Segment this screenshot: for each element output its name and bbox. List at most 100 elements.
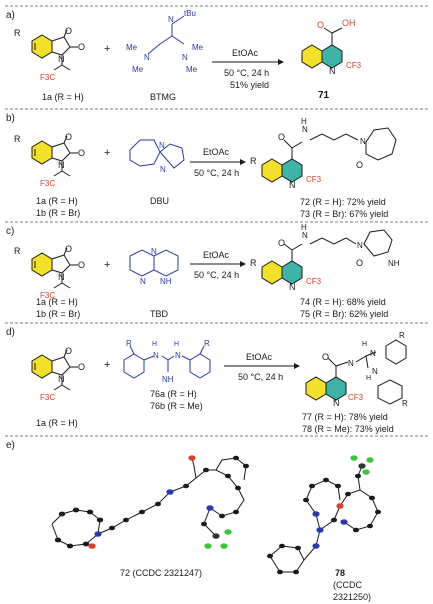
reagent-label: 76a (R = H) <box>150 389 197 399</box>
quinoline-structure <box>261 260 303 285</box>
carbonyl-o: O <box>78 362 85 372</box>
isatin-structure <box>31 29 79 71</box>
amide-o: O <box>278 132 285 142</box>
guanidine-nh: H <box>174 341 179 348</box>
guanidine-nh: H <box>152 341 157 348</box>
cf3-group: CF3 <box>306 277 322 286</box>
propyl-chain <box>309 133 359 141</box>
reactant-label: 1a (R = H) <box>42 92 84 102</box>
btmg-n: N <box>168 15 174 24</box>
ring-n: N <box>289 282 296 292</box>
btmg-me: Me <box>132 65 144 74</box>
urea-nh: NH <box>388 259 400 268</box>
carbonyl-o: O <box>78 260 85 270</box>
plus-sign: + <box>104 43 110 55</box>
quinoline-structure <box>301 44 343 69</box>
isatin-structure <box>31 349 79 391</box>
aryl-r: R <box>402 399 408 408</box>
cf3-group: CF3 <box>346 61 362 70</box>
amide-h: H <box>301 223 307 232</box>
acid-oh: OH <box>342 18 356 28</box>
product-yield: 77 (R = H): 78% yield <box>302 412 388 422</box>
propyl-chain <box>309 237 357 245</box>
crystal-label-72: 72 (CCDC 2321247) <box>120 568 202 578</box>
ring-n: N <box>329 66 336 76</box>
ring-n: N <box>58 374 65 384</box>
ring-n: N <box>58 54 65 64</box>
btmg-me: Me <box>192 43 204 52</box>
ring-n: N <box>58 272 65 282</box>
product-yield: 72 (R = H): 72% yield <box>300 197 386 207</box>
panel-label-c: c) <box>6 226 14 237</box>
guanidine-n: N <box>153 351 159 360</box>
guanidine-r: R <box>126 339 132 348</box>
plus-sign: + <box>104 259 110 271</box>
plus-sign: + <box>104 359 110 371</box>
solvent-text: EtOAc <box>203 250 230 260</box>
product-number: 71 <box>318 90 330 101</box>
r-group: R <box>14 134 21 144</box>
ring-n: N <box>289 180 296 190</box>
cyclic-urea-ring <box>363 229 393 257</box>
f3c-group: F3C <box>40 291 55 300</box>
panel-label-a: a) <box>6 10 15 21</box>
guanidine-nh2: NH <box>162 375 174 384</box>
acyl-o: O <box>322 352 329 362</box>
carbonyl-o: O <box>78 148 85 158</box>
solvent-text: EtOAc <box>232 48 259 58</box>
f3c-group: F3C <box>40 393 55 402</box>
product-yield: 78 (R = Me): 73% yield <box>302 424 394 434</box>
reagent-label: TBD <box>150 309 169 319</box>
reactant-label: 1b (R = Br) <box>36 309 80 319</box>
crystal-label-78: 2321250) <box>333 592 371 602</box>
product-yield: 74 (R = H): 68% yield <box>300 297 386 307</box>
reactant-label: 1a (R = H) <box>36 297 78 307</box>
reactant-label: 1b (R = Br) <box>36 208 80 218</box>
product-n: N <box>370 349 376 358</box>
temperature-time: 50 °C, 24 h <box>194 270 239 280</box>
isatin-structure <box>31 247 79 289</box>
panel-a: R O O N F3C 1a (R = H) + N tBu N N Me Me… <box>14 9 362 102</box>
urea-n: N <box>357 241 363 250</box>
amide-o: O <box>278 238 285 248</box>
dbu-n: N <box>160 165 166 174</box>
ring-n: N <box>333 398 340 408</box>
plus-sign: + <box>104 147 110 159</box>
btmg-n: N <box>144 53 150 62</box>
amide-nh: N <box>302 125 308 134</box>
panel-label-b: b) <box>6 113 15 124</box>
carbonyl-o: O <box>65 244 72 254</box>
crystal-structure-72 <box>51 455 249 549</box>
crystal-label-78: 78 <box>335 568 345 578</box>
panel-c: R O O N F3C 1a (R = H) 1b (R = Br) + N N… <box>14 223 400 319</box>
solvent-text: EtOAc <box>203 147 230 157</box>
guanidine-n: N <box>175 351 181 360</box>
lactam-o: O <box>356 160 363 170</box>
quinoline-structure <box>305 376 347 401</box>
panel-b: R O O N F3C 1a (R = H) 1b (R = Br) + N N… <box>14 117 397 219</box>
temperature-time: 50 °C, 24 h <box>224 68 269 78</box>
reagent-label: 76b (R = Me) <box>150 401 203 411</box>
guanidine-structure <box>123 345 211 379</box>
crystal-structure-78 <box>267 455 381 575</box>
btmg-structure <box>147 15 185 55</box>
arrow-head <box>240 261 246 267</box>
reagent-label: DBU <box>150 196 169 206</box>
r-group: R <box>250 156 257 166</box>
arrow-head <box>278 59 284 65</box>
dbu-structure <box>129 139 185 169</box>
acyl-n: N <box>348 359 354 368</box>
temperature-time: 50 °C, 24 h <box>238 372 283 382</box>
caprolactam-ring <box>365 127 397 161</box>
carbonyl-o: O <box>65 26 72 36</box>
quinoline-structure <box>261 158 303 183</box>
guanidine-r: R <box>204 339 210 348</box>
carbonyl-o: O <box>78 42 85 52</box>
isatin-structure <box>31 135 79 177</box>
arrow-head <box>294 363 300 369</box>
amide-h: H <box>301 117 307 126</box>
cf3-group: CF3 <box>306 175 322 184</box>
cf3-group: CF3 <box>348 393 364 402</box>
btmg-n: N <box>182 53 188 62</box>
panel-label-e: e) <box>6 440 15 451</box>
